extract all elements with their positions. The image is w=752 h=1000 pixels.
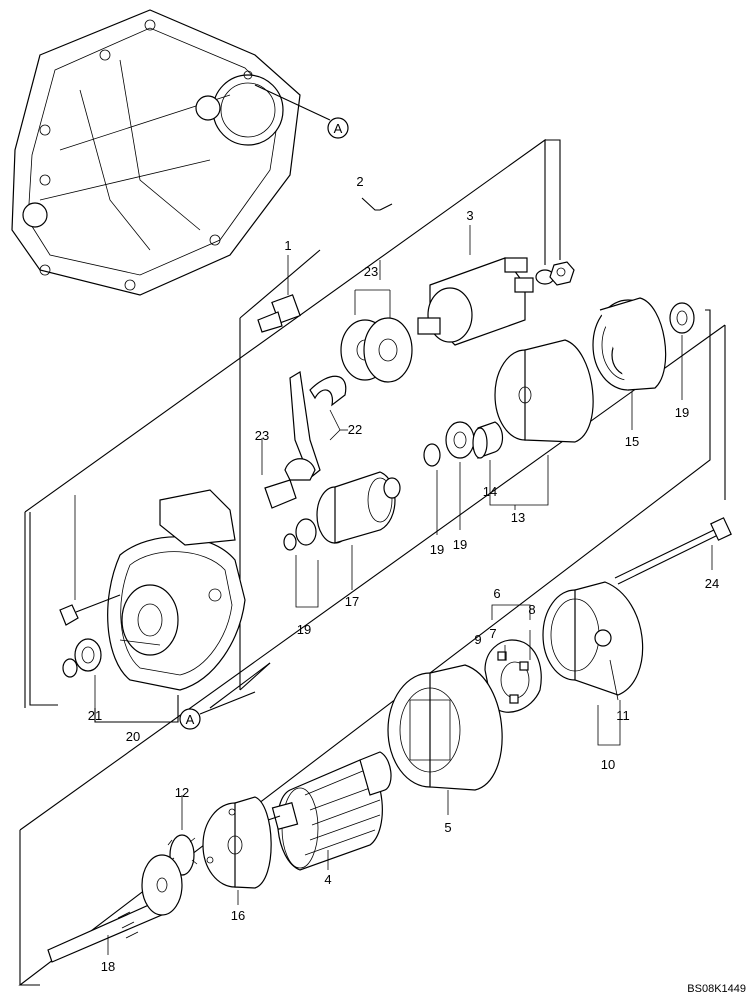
- label-part-5: 5: [444, 820, 451, 835]
- label-part-23-lower: 23: [255, 428, 269, 443]
- label-part-11: 11: [616, 708, 630, 723]
- label-part-1: 1: [284, 238, 291, 253]
- label-part-9: 9: [474, 632, 481, 647]
- flywheel-housing: [11, 9, 301, 296]
- label-part-18: 18: [101, 959, 115, 974]
- solenoid-part-3: [417, 225, 534, 346]
- label-part-19-mid: 19: [453, 537, 467, 552]
- label-part-22: 22: [348, 422, 362, 437]
- washer-and-nut: [535, 261, 575, 286]
- assembly-frame-2: [18, 138, 726, 986]
- reference-a-label: A: [334, 121, 343, 136]
- label-part-8: 8: [528, 602, 535, 617]
- label-part-20: 20: [126, 729, 140, 744]
- drive-housing-part-13: [489, 339, 594, 510]
- through-bolt-part-24: [614, 517, 732, 585]
- label-part-4: 4: [324, 872, 331, 887]
- bolt-part-1: [257, 255, 301, 333]
- label-part-24: 24: [705, 576, 719, 591]
- drawing-code: BS08K1449: [687, 983, 746, 995]
- yoke-part-10: [542, 581, 644, 746]
- washer-part-19-right: [669, 302, 695, 400]
- reference-a-label: A: [186, 712, 195, 727]
- field-coil-part-5: [387, 664, 503, 815]
- rubber-block-part-23-lower: [261, 445, 297, 509]
- label-part-2: 2: [356, 174, 363, 189]
- part-number-labels: 1 2 3 23 22 23 19 15 14 13 19 19 17 19 2…: [88, 174, 719, 974]
- label-part-15: 15: [625, 434, 639, 449]
- label-part-21: 21: [88, 708, 102, 723]
- bushing-part-21: [62, 638, 102, 708]
- front-housing-part-20: [107, 489, 246, 691]
- snap-ring-part-19-lower: [283, 533, 319, 608]
- label-part-19-right: 19: [675, 405, 689, 420]
- armature-part-4: [261, 751, 392, 871]
- lever-part-22: [284, 371, 348, 481]
- label-part-14: 14: [483, 484, 497, 499]
- collar-washer-ring: [423, 421, 504, 535]
- label-part-13: 13: [511, 510, 525, 525]
- bracket-20: [94, 695, 179, 723]
- label-part-10: 10: [601, 757, 615, 772]
- brush-holder-part-6: [484, 604, 542, 713]
- label-part-17: 17: [345, 594, 359, 609]
- shaft-part-18: [47, 854, 183, 963]
- label-part-23-upper: 23: [364, 264, 378, 279]
- label-part-19-left: 19: [430, 542, 444, 557]
- label-part-3: 3: [466, 208, 473, 223]
- shim-part-23-upper: [340, 290, 413, 383]
- label-part-16: 16: [231, 908, 245, 923]
- callout-leaders: [181, 260, 390, 803]
- reference-a-upper: A: [254, 84, 349, 139]
- housing-bolt: [59, 495, 121, 626]
- label-part-7: 7: [489, 626, 496, 641]
- gear-part-15: [592, 297, 667, 430]
- plate-part-16: [202, 796, 272, 905]
- reference-a-lower: A: [179, 691, 256, 730]
- pinion-clutch-part-17: [295, 471, 401, 590]
- label-part-19-lower: 19: [297, 622, 311, 637]
- label-part-12: 12: [175, 785, 189, 800]
- label-part-6: 6: [493, 586, 500, 601]
